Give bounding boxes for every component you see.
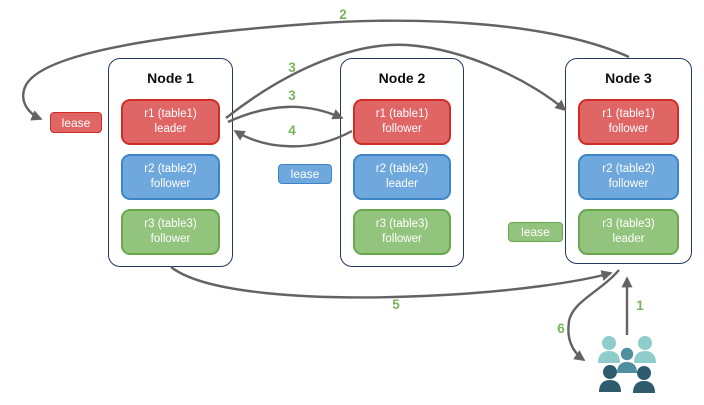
node-1-replica-r2: r2 (table2) follower — [121, 154, 220, 200]
node-1-replica-r3: r3 (table3) follower — [121, 209, 220, 255]
users-middle — [617, 347, 637, 373]
node-2-replica-r2: r2 (table2) leader — [353, 154, 451, 200]
step-label-3a: 3 — [288, 60, 296, 75]
replica-role: leader — [386, 178, 418, 190]
replica-label: r3 (table3) — [375, 217, 429, 230]
node-3-replica-r2: r2 (table2) follower — [578, 154, 679, 200]
step-label-1: 1 — [636, 298, 644, 313]
replica-label: r3 (table3) — [602, 217, 655, 230]
replica-role: follower — [608, 123, 649, 135]
step-label-3b: 3 — [288, 88, 296, 103]
node-3-replica-r3: r3 (table3) leader — [578, 209, 679, 255]
replica-role: follower — [150, 178, 191, 190]
replica-label: r1 (table1) — [602, 107, 655, 120]
step-label-6: 6 — [557, 321, 565, 336]
node-3-box: Node 3 r1 (table1) follower r2 (table2) … — [565, 58, 692, 264]
replica-role: follower — [150, 233, 191, 245]
replica-role: follower — [608, 178, 649, 190]
replica-label: r2 (table2) — [144, 162, 197, 175]
replica-label: r3 (table3) — [144, 217, 197, 230]
node-2-title: Node 2 — [378, 70, 426, 86]
arrow-step-5 — [170, 266, 613, 299]
replica-role: leader — [154, 123, 187, 135]
step-label-2: 2 — [339, 7, 347, 22]
replica-label: r1 (table1) — [144, 107, 197, 120]
users-front-row — [599, 365, 655, 393]
node-3-replica-r1: r1 (table1) follower — [578, 99, 679, 145]
node-1-box: Node 1 r1 (table1) leader r2 (table2) fo… — [108, 58, 233, 267]
node-2-replica-r3: r3 (table3) follower — [353, 209, 451, 255]
replica-role: leader — [612, 233, 645, 245]
replica-role: follower — [382, 233, 422, 245]
lease-badge-green: lease — [508, 222, 563, 242]
users-icon — [598, 336, 656, 393]
step-label-5: 5 — [392, 297, 400, 312]
lease-badge-blue: lease — [278, 164, 332, 184]
node-2-replica-r1: r1 (table1) follower — [353, 99, 451, 145]
replica-label: r2 (table2) — [602, 162, 655, 175]
replica-label: r1 (table1) — [375, 107, 429, 120]
step-label-4: 4 — [288, 123, 296, 138]
node-1-title: Node 1 — [147, 70, 194, 86]
node-3-title: Node 3 — [605, 70, 652, 86]
arrow-step-3-to-node2 — [227, 105, 344, 124]
replica-label: r2 (table2) — [375, 162, 429, 175]
node-1-replica-r1: r1 (table1) leader — [121, 99, 220, 145]
lease-badge-red: lease — [50, 112, 102, 133]
node-2-box: Node 2 r1 (table1) follower r2 (table2) … — [340, 58, 464, 267]
replica-role: follower — [382, 123, 422, 135]
